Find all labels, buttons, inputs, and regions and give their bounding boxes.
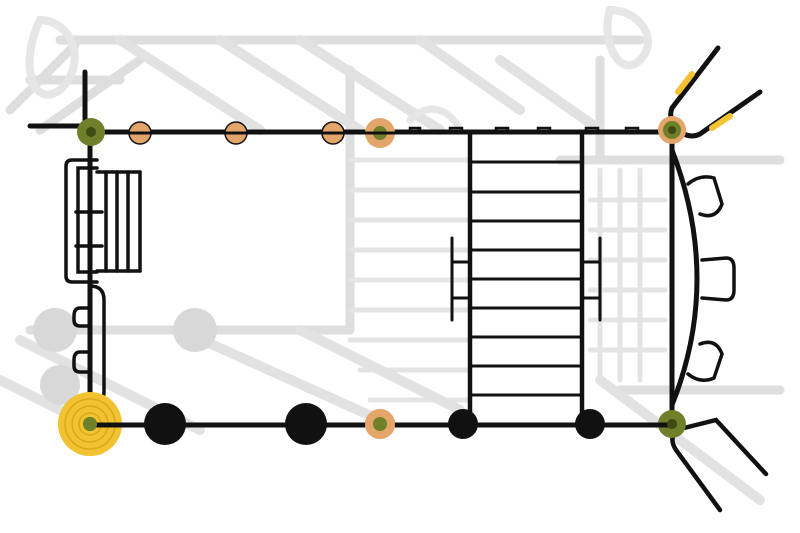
cast-shadows bbox=[0, 5, 785, 505]
shadow-discs bbox=[33, 308, 217, 405]
br-post-core-overlay bbox=[667, 419, 677, 429]
wood-cap-4 bbox=[365, 118, 395, 148]
wood-cap-3 bbox=[321, 121, 345, 145]
wood-cap-2 bbox=[224, 121, 248, 145]
right-curved-climber bbox=[669, 147, 736, 408]
mid-bottom-cap-core bbox=[373, 417, 387, 431]
left-ladder bbox=[64, 158, 142, 284]
top-rail-hangers bbox=[408, 126, 640, 132]
post-top-left bbox=[77, 118, 105, 146]
wood-cap-1 bbox=[128, 121, 152, 145]
post-top-right bbox=[658, 116, 686, 144]
top-right-bracket bbox=[668, 45, 763, 139]
monkey-bars bbox=[450, 131, 602, 428]
spinner-core-overlay bbox=[83, 417, 97, 431]
